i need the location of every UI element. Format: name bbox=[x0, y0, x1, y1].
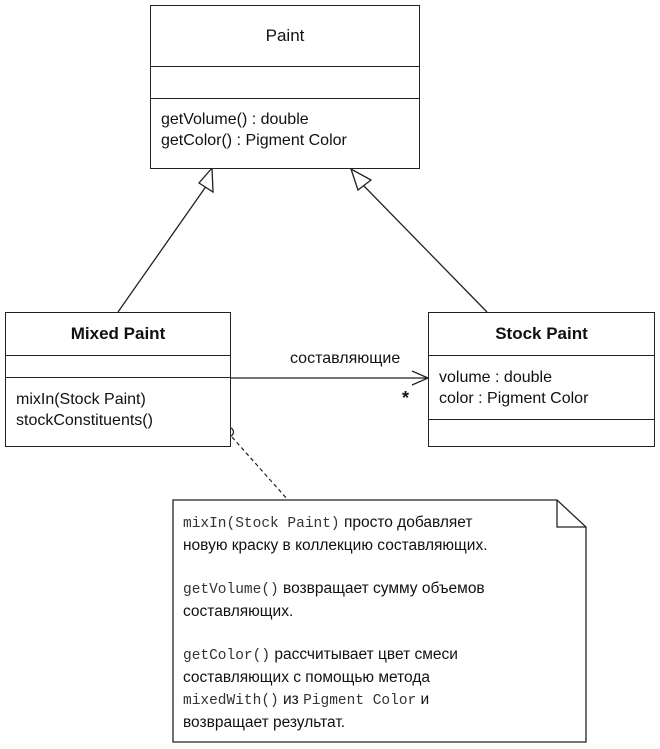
code-mixedwith: mixedWith() bbox=[183, 693, 279, 709]
note-paragraph-getcolor: getColor() рассчитывает цвет смеси соста… bbox=[183, 644, 458, 734]
class-mixed-paint-operations: mixIn(Stock Paint) stockConstituents() bbox=[6, 377, 230, 431]
class-paint-attributes bbox=[151, 66, 419, 98]
class-mixed-paint-attributes bbox=[6, 355, 230, 377]
note-paragraph-getvolume: getVolume() возвращает сумму объемов сос… bbox=[183, 578, 485, 623]
operation: stockConstituents() bbox=[16, 412, 153, 429]
note-anchor-line bbox=[231, 436, 289, 501]
note-text-run: новую краску в коллекцию составляющих. bbox=[183, 537, 488, 554]
note-text-run: рассчитывает цвет смеси bbox=[270, 646, 458, 663]
class-stock-paint-name: Stock Paint bbox=[495, 324, 588, 343]
note-fold bbox=[556, 500, 586, 528]
note-text-run: составляющих. bbox=[183, 603, 294, 620]
class-mixed-paint[interactable]: Mixed Paint mixIn(Stock Paint) stockCons… bbox=[5, 312, 231, 447]
association-multiplicity: * bbox=[402, 388, 410, 408]
class-stock-paint-attributes: volume : double color : Pigment Color bbox=[429, 355, 654, 409]
generalization-line-stock bbox=[362, 184, 488, 313]
generalization-arrowhead-mixed bbox=[198, 166, 214, 194]
note-text: mixIn(Stock Paint) просто добавляет нову… bbox=[183, 512, 578, 737]
note-text-run: из bbox=[278, 691, 304, 708]
operation: mixIn(Stock Paint) bbox=[16, 391, 146, 408]
generalization-arrowhead-stock bbox=[349, 167, 373, 192]
code-getvolume: getVolume() bbox=[183, 582, 279, 598]
code-getcolor: getColor() bbox=[183, 648, 271, 664]
operation: getVolume() : double bbox=[161, 111, 309, 128]
class-stock-paint-operations bbox=[429, 419, 654, 446]
association-role-label: составляющие bbox=[290, 350, 401, 367]
note-text-run: составляющих с помощью метода bbox=[183, 669, 430, 686]
class-paint-operations: getVolume() : double getColor() : Pigmen… bbox=[151, 98, 419, 151]
attribute: volume : double bbox=[439, 369, 552, 386]
note-text-run: возвращает сумму объемов bbox=[278, 580, 485, 597]
class-mixed-paint-name: Mixed Paint bbox=[70, 324, 166, 343]
note-text-run: возвращает результат. bbox=[183, 714, 346, 731]
operation: getColor() : Pigment Color bbox=[161, 132, 347, 149]
class-paint[interactable]: Paint getVolume() : double getColor() : … bbox=[150, 5, 420, 169]
code-pigment-color: Pigment Color bbox=[303, 693, 417, 709]
class-stock-paint[interactable]: Stock Paint volume : double color : Pigm… bbox=[428, 312, 655, 447]
attribute: color : Pigment Color bbox=[439, 390, 589, 407]
generalization-line-mixed bbox=[117, 184, 208, 313]
code-mixin: mixIn(Stock Paint) bbox=[183, 516, 340, 532]
note-paragraph-mixin: mixIn(Stock Paint) просто добавляет нову… bbox=[183, 512, 488, 557]
note-text-run: и bbox=[416, 691, 430, 708]
class-paint-name: Paint bbox=[265, 26, 305, 45]
note-text-run: просто добавляет bbox=[339, 514, 473, 531]
note-shape bbox=[172, 499, 587, 743]
